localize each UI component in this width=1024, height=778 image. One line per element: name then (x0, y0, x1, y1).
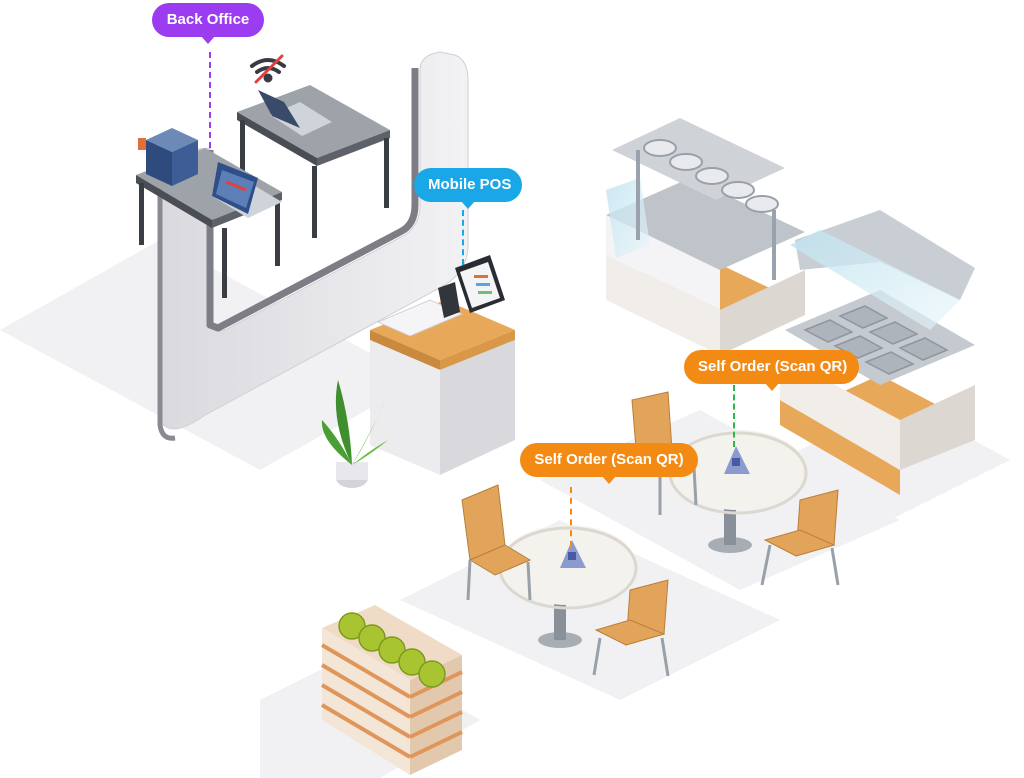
wifi-off-icon (250, 54, 286, 84)
self-order-leader-2 (733, 385, 735, 447)
qr-code-stand-icon (560, 540, 586, 568)
planter-box-icon (320, 605, 463, 775)
back-office-leader (209, 52, 211, 148)
back-office-desk-rear (237, 85, 390, 238)
back-office-wall (157, 51, 469, 441)
potted-plant-icon (321, 380, 388, 488)
mobile-pos-leader (462, 210, 464, 265)
server-icon (138, 128, 198, 186)
pos-terminal-icon (438, 255, 505, 318)
chair-legs (466, 466, 840, 677)
buffet-station-rear (606, 118, 805, 355)
self-order-label-front: Self Order (Scan QR) (520, 443, 698, 484)
mobile-pos-label: Mobile POS (414, 168, 522, 209)
pos-counter (370, 299, 515, 475)
self-order-label-rear: Self Order (Scan QR) (684, 350, 859, 391)
laptop-icon (212, 162, 282, 218)
qr-code-stand-icon (724, 446, 750, 474)
laptop-icon (258, 90, 332, 136)
back-office-label: Back Office (152, 3, 264, 44)
self-order-leader-1 (570, 487, 572, 547)
